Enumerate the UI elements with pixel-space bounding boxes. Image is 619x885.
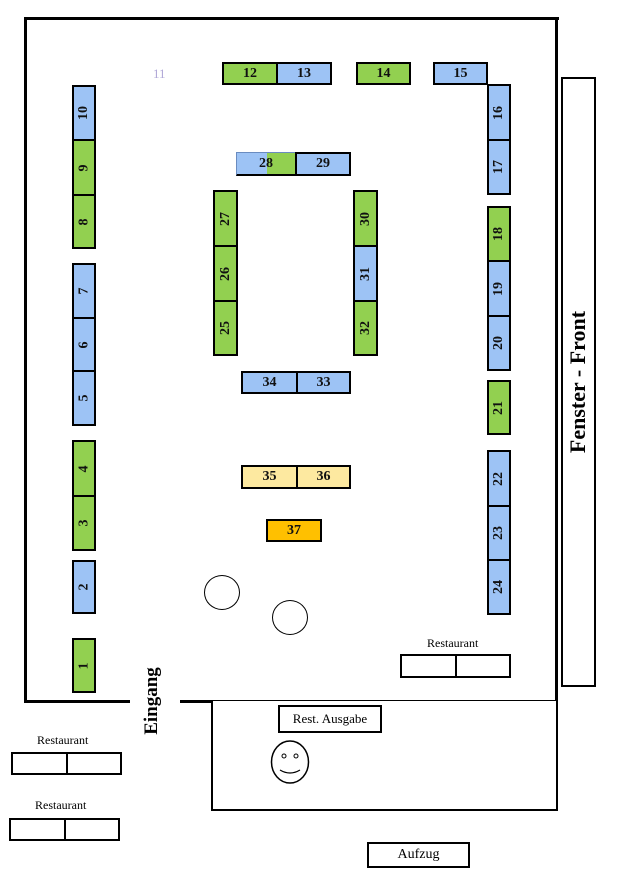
stall-36[interactable]: 36 — [296, 465, 351, 489]
stall-8[interactable]: 8 — [72, 194, 96, 249]
stall-3[interactable]: 3 — [72, 495, 96, 551]
stall-37[interactable]: 37 — [266, 519, 322, 542]
restaurant-label: Restaurant — [35, 798, 87, 812]
stall-14[interactable]: 14 — [356, 62, 411, 85]
elevator-box: Aufzug — [367, 842, 470, 868]
round-table — [272, 600, 308, 635]
stall-29[interactable]: 29 — [295, 152, 351, 176]
stall-5[interactable]: 5 — [72, 370, 96, 426]
stall-23[interactable]: 23 — [487, 505, 511, 561]
restaurant-label: Restaurant — [37, 733, 89, 747]
stall-32[interactable]: 32 — [353, 300, 378, 356]
stall-7[interactable]: 7 — [72, 263, 96, 319]
stall-34[interactable]: 34 — [241, 371, 298, 394]
stall-9[interactable]: 9 — [72, 139, 96, 196]
stall-1[interactable]: 1 — [72, 638, 96, 693]
window-label: Fenster - Front — [565, 310, 591, 454]
stall-2[interactable]: 2 — [72, 560, 96, 614]
window-front: Fenster - Front — [561, 77, 596, 687]
smiley-icon — [270, 740, 310, 784]
stall-24[interactable]: 24 — [487, 559, 511, 615]
stall-28[interactable]: 28 — [236, 152, 297, 176]
stall-33[interactable]: 33 — [296, 371, 351, 394]
stall-22[interactable]: 22 — [487, 450, 511, 507]
stall-27[interactable]: 27 — [213, 190, 238, 247]
wall-left — [24, 17, 27, 703]
stall-16[interactable]: 16 — [487, 84, 511, 141]
restaurant-table — [455, 654, 511, 678]
restaurant-output-box: Rest. Ausgabe — [278, 705, 382, 733]
stall-13[interactable]: 13 — [276, 62, 332, 85]
stall-4[interactable]: 4 — [72, 440, 96, 497]
stall-26[interactable]: 26 — [213, 245, 238, 302]
stall-6[interactable]: 6 — [72, 317, 96, 372]
stall-25[interactable]: 25 — [213, 300, 238, 356]
stall-20[interactable]: 20 — [487, 315, 511, 371]
restaurant-table — [64, 818, 120, 841]
stall-11-label: 11 — [153, 66, 166, 81]
entrance-label: Eingang — [141, 667, 162, 735]
lower-room — [211, 701, 558, 811]
restaurant-table — [9, 818, 66, 841]
round-table — [204, 575, 240, 610]
stall-15[interactable]: 15 — [433, 62, 488, 85]
stall-35[interactable]: 35 — [241, 465, 298, 489]
stall-18[interactable]: 18 — [487, 206, 511, 262]
stall-10[interactable]: 10 — [72, 85, 96, 141]
wall-top — [24, 17, 559, 20]
restaurant-table — [66, 752, 122, 775]
wall-right — [555, 17, 558, 703]
restaurant-label: Restaurant — [427, 636, 479, 650]
stall-31[interactable]: 31 — [353, 245, 378, 302]
wall-bottom-left — [24, 700, 130, 703]
stall-17[interactable]: 17 — [487, 139, 511, 195]
stall-19[interactable]: 19 — [487, 260, 511, 317]
restaurant-table — [400, 654, 457, 678]
restaurant-table — [11, 752, 68, 775]
stall-12[interactable]: 12 — [222, 62, 278, 85]
stall-21[interactable]: 21 — [487, 380, 511, 435]
stall-30[interactable]: 30 — [353, 190, 378, 247]
